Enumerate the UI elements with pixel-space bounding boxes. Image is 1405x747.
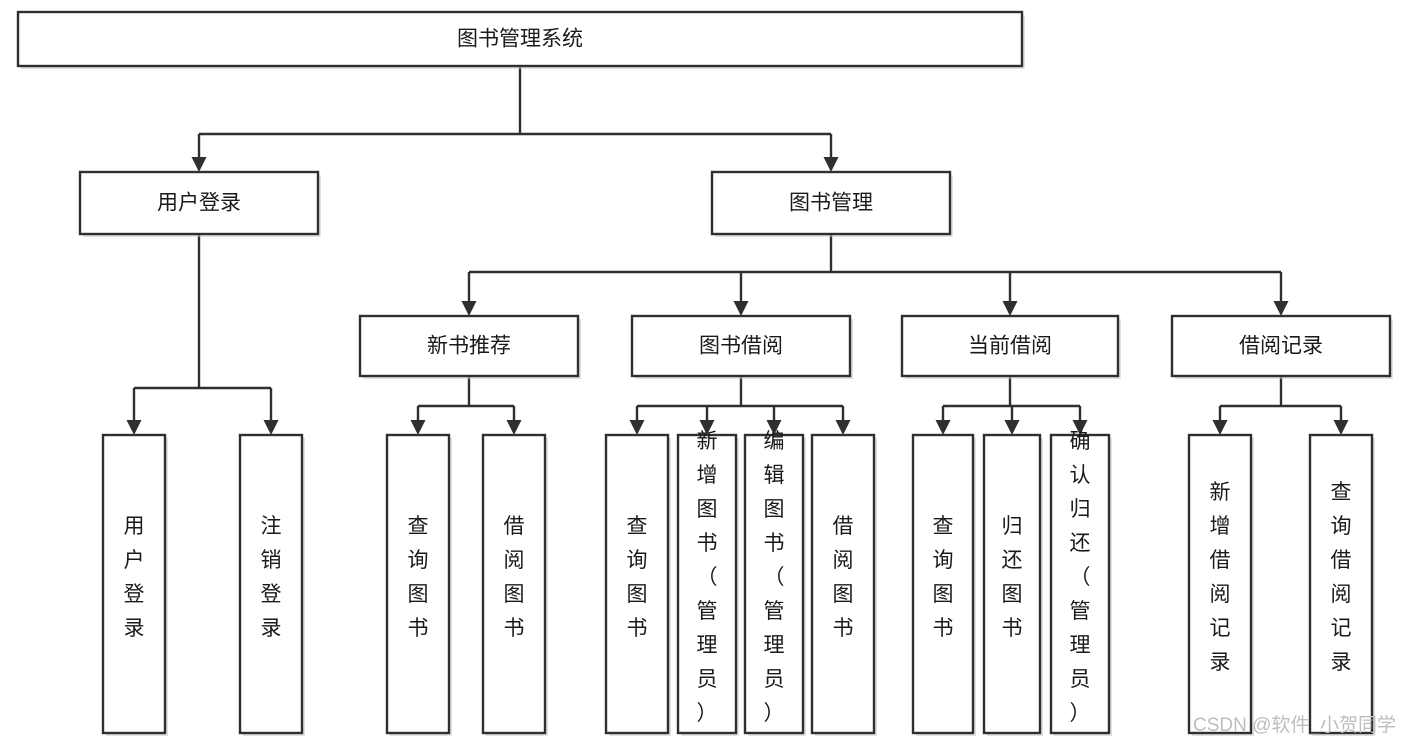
node-new-book-recommend[interactable]: 新书推荐: [358, 314, 581, 379]
node-label: 注销登录: [261, 515, 282, 640]
node-label: 查询借阅记录: [1331, 481, 1352, 674]
node-leaf-confirm-return[interactable]: 确认归还（管理员）: [1049, 430, 1112, 736]
node-label: 图书管理系统: [457, 28, 583, 51]
arrow-head-icon: [1212, 420, 1228, 435]
node-leaf-return-book[interactable]: 归还图书: [982, 433, 1043, 736]
arrow-head-icon: [733, 301, 749, 316]
node-rect: [982, 433, 1042, 735]
arrow-head-icon: [410, 420, 426, 435]
node-label: 当前借阅: [968, 335, 1052, 358]
node-rect: [358, 314, 580, 378]
arrow-head-icon: [699, 420, 715, 435]
arrow-head-icon: [191, 157, 207, 172]
node-rect: [911, 433, 975, 735]
node-label: 新增借阅记录: [1210, 481, 1231, 674]
arrow-head-icon: [835, 420, 851, 435]
node-leaf-user-login[interactable]: 用户登录: [101, 433, 168, 736]
arrow-head-icon: [126, 420, 142, 435]
node-label: 用户登录: [124, 515, 145, 640]
node-rect: [238, 433, 304, 735]
csdn-watermark: CSDN @软件_小贺同学: [1193, 714, 1396, 736]
arrow-head-icon: [1273, 301, 1289, 316]
node-label: 借阅图书: [833, 515, 854, 640]
node-borrow-record[interactable]: 借阅记录: [1170, 314, 1393, 379]
node-rect: [101, 433, 167, 735]
node-label: 查询图书: [933, 515, 954, 640]
nodes-layer: 图书管理系统用户登录图书管理新书推荐图书借阅当前借阅借阅记录用户登录注销登录查询…: [16, 10, 1393, 736]
node-leaf-query-book-borrow[interactable]: 查询图书: [604, 433, 671, 736]
node-root[interactable]: 图书管理系统: [16, 10, 1025, 69]
node-rect: [630, 314, 852, 378]
node-label: 新增图书（管理员）: [697, 430, 718, 725]
node-label: 图书借阅: [699, 335, 783, 358]
node-user-login[interactable]: 用户登录: [78, 170, 321, 237]
node-leaf-borrow-book-rec[interactable]: 借阅图书: [481, 433, 548, 736]
node-current-borrow[interactable]: 当前借阅: [900, 314, 1121, 379]
node-label: 新书推荐: [427, 335, 511, 358]
arrow-head-icon: [766, 420, 782, 435]
node-leaf-edit-book[interactable]: 编辑图书（管理员）: [743, 430, 806, 736]
node-leaf-borrow-book[interactable]: 借阅图书: [810, 433, 877, 736]
node-rect: [1170, 314, 1392, 378]
node-leaf-add-book[interactable]: 新增图书（管理员）: [676, 430, 739, 736]
arrow-head-icon: [263, 420, 279, 435]
node-rect: [1308, 433, 1374, 735]
node-label: 图书管理: [789, 192, 873, 215]
node-label: 归还图书: [1002, 515, 1023, 640]
node-leaf-logout-login[interactable]: 注销登录: [238, 433, 305, 736]
node-label: 查询图书: [627, 515, 648, 640]
arrow-head-icon: [1072, 420, 1088, 435]
node-label: 借阅记录: [1239, 335, 1323, 358]
node-label: 编辑图书（管理员）: [764, 430, 785, 725]
node-rect: [481, 433, 547, 735]
node-rect: [676, 433, 738, 735]
node-rect: [604, 433, 670, 735]
node-label: 确认归还（管理员）: [1070, 430, 1091, 725]
arrow-head-icon: [506, 420, 522, 435]
node-rect: [1187, 433, 1253, 735]
node-label: 查询图书: [408, 515, 429, 640]
node-label: 借阅图书: [504, 515, 525, 640]
node-label: 用户登录: [157, 192, 241, 215]
node-rect: [385, 433, 451, 735]
node-leaf-query-record[interactable]: 查询借阅记录: [1308, 433, 1375, 736]
node-rect: [1049, 433, 1111, 735]
arrow-head-icon: [1333, 420, 1349, 435]
node-rect: [810, 433, 876, 735]
node-leaf-add-record[interactable]: 新增借阅记录: [1187, 433, 1254, 736]
node-rect: [900, 314, 1120, 378]
arrow-head-icon: [629, 420, 645, 435]
node-rect: [710, 170, 952, 236]
node-book-borrow[interactable]: 图书借阅: [630, 314, 853, 379]
arrow-head-icon: [1002, 301, 1018, 316]
node-rect: [743, 433, 805, 735]
arrow-head-icon: [461, 301, 477, 316]
node-leaf-query-book-cur[interactable]: 查询图书: [911, 433, 976, 736]
arrow-head-icon: [1004, 420, 1020, 435]
node-rect: [78, 170, 320, 236]
arrow-head-icon: [935, 420, 951, 435]
node-leaf-query-book-rec[interactable]: 查询图书: [385, 433, 452, 736]
connectors-layer: [126, 66, 1349, 435]
node-book-management[interactable]: 图书管理: [710, 170, 953, 237]
node-rect: [16, 10, 1024, 68]
arrow-head-icon: [823, 157, 839, 172]
